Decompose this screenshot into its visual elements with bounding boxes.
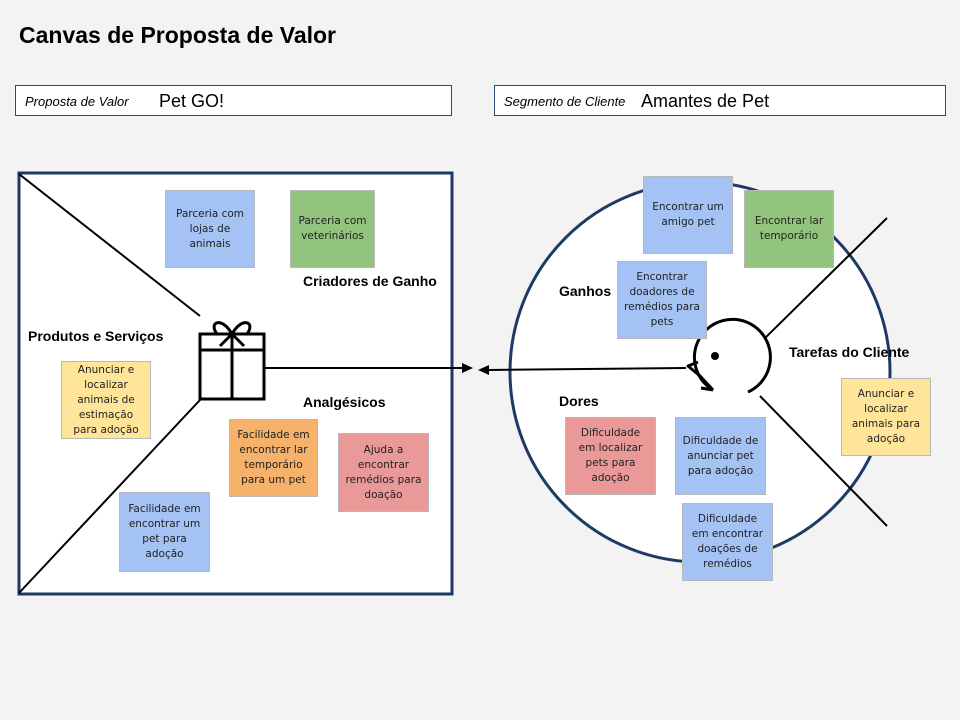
sticky-note[interactable]: Anunciar e localizar animais para adoção — [841, 378, 931, 456]
value-proposition-label: Proposta de Valor — [25, 94, 129, 109]
pains-label: Dores — [559, 393, 599, 409]
sticky-note[interactable]: Encontrar doadores de remédios para pets — [617, 261, 707, 339]
sticky-note[interactable]: Ajuda a encontrar remédios para doação — [338, 433, 429, 512]
sticky-note[interactable]: Encontrar lar temporário — [744, 190, 834, 268]
sticky-note[interactable]: Dificuldade em encontrar doações de remé… — [682, 503, 773, 581]
sticky-note[interactable]: Parceria com veterinários — [290, 190, 375, 268]
customer-profile-divider-left — [488, 367, 687, 371]
customer-profile-divider-upper — [759, 217, 888, 344]
fit-arrow-left — [478, 365, 489, 375]
sticky-note[interactable]: Facilidade em encontrar um pet para adoç… — [119, 492, 210, 572]
page-title: Canvas de Proposta de Valor — [19, 22, 337, 48]
value-proposition-field[interactable]: Proposta de Valor Pet GO! — [15, 85, 452, 116]
value-map-divider-upper — [18, 173, 201, 317]
sticky-note[interactable]: Facilidade em encontrar lar temporário p… — [229, 419, 318, 497]
face-icon — [686, 317, 772, 394]
customer-segment-value: Amantes de Pet — [641, 91, 770, 111]
customer-segment-label: Segmento de Cliente — [504, 94, 626, 109]
customer-profile-divider-lower — [759, 395, 888, 527]
gift-icon — [198, 321, 266, 401]
products-services-label: Produtos e Serviços — [28, 328, 164, 344]
customer-jobs-label: Tarefas do Cliente — [789, 344, 910, 360]
sticky-note[interactable]: Anunciar e localizar animais de estimaçã… — [61, 361, 151, 439]
sticky-note[interactable]: Parceria com lojas de animais — [165, 190, 255, 268]
pain-relievers-label: Analgésicos — [303, 394, 386, 410]
value-proposition-value: Pet GO! — [159, 91, 225, 111]
customer-segment-field[interactable]: Segmento de Cliente Amantes de Pet — [494, 85, 946, 116]
sticky-note[interactable]: Encontrar um amigo pet — [643, 176, 733, 254]
fit-arrow-right — [462, 363, 473, 373]
sticky-note[interactable]: Dificuldade de anunciar pet para adoção — [675, 417, 766, 495]
sticky-note[interactable]: Dificuldade em localizar pets para adoçã… — [565, 417, 656, 495]
gain-creators-label: Criadores de Ganho — [303, 273, 437, 289]
value-map-divider-lower — [18, 399, 201, 594]
gains-label: Ganhos — [559, 283, 612, 299]
